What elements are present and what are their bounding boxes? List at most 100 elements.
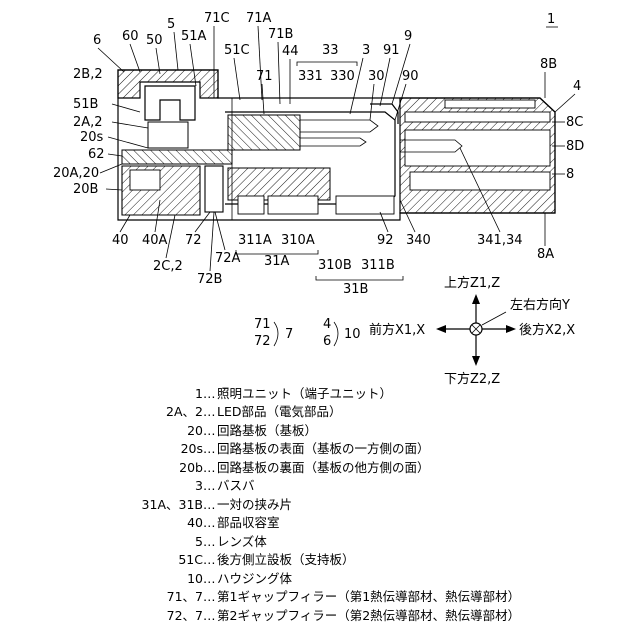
group-7-bottom: 72 [254,334,271,349]
legend-text: 後方側立設板（支持板） [217,552,355,567]
part-label: 2C,2 [153,259,183,274]
legend-key: 10 [187,571,203,586]
part-label: 2B,2 [73,67,103,82]
part-label: 2A,2 [73,115,103,130]
legend-text: ハウジング体 [217,571,293,586]
part-label: 31B [343,282,368,297]
group-7-top: 71 [254,317,271,332]
legend-separator: … [203,497,216,512]
legend-text: 照明ユニット（端子ユニット） [217,386,392,401]
part-label: 71A [246,11,272,26]
group-7-name: 7 [285,327,293,342]
part-label: 4 [573,79,581,94]
legend-separator: … [203,478,216,493]
legend-separator: … [203,608,216,623]
part-label: 40 [112,233,129,248]
legend-text: 回路基板の裏面（基板の他方側の面） [217,460,430,475]
part-label: 51B [73,97,98,112]
part-label: 51C [224,43,250,58]
legend-separator: … [203,589,216,604]
part-label: 8B [540,57,557,72]
legend-text: 第2ギャップフィラー（第2熱伝導部材、熱伝導部材） [217,608,520,623]
legend-text: 回路基板（基板） [217,423,317,438]
direction-back-label: 後方X2,X [519,322,575,338]
legend-key: 5 [195,534,203,549]
part-label: 330 [330,69,355,84]
legend-key: 20b [179,460,203,475]
part-label: 30 [368,69,385,84]
part-label: 5 [167,17,175,32]
part-label: 340 [406,233,431,248]
legend-separator: … [203,441,216,456]
legend-key: 20s [181,441,203,456]
legend-text: 第1ギャップフィラー（第1熱伝導部材、熱伝導部材） [217,589,520,604]
part-label: 72B [197,272,222,287]
legend-separator: … [203,460,216,475]
legend-text: 一対の挟み片 [217,497,292,512]
legend-separator: … [203,386,216,401]
part-label: 8D [566,139,584,154]
legend-key: 71、7 [167,589,203,604]
part-label: 9 [404,29,412,44]
part-label: 3 [362,43,370,58]
direction-front-label: 前方X1,X [369,322,425,338]
legend-separator: … [203,515,216,530]
part-label: 44 [282,44,299,59]
part-label: 33 [322,43,339,58]
group-10-bottom: 6 [323,334,331,349]
legend-key: 31A、31B [142,497,203,512]
lens-body [145,86,195,120]
legend-text: 回路基板の表面（基板の一方側の面） [217,441,430,456]
part-label: 8A [537,247,554,262]
part-label: 341,34 [477,233,523,248]
part-label: 91 [383,43,400,58]
legend-key: 20 [187,423,203,438]
part-label: 6 [93,33,101,48]
legend-text: レンズ体 [217,534,267,549]
part-label: 20A,20 [53,166,99,181]
direction-down-label: 下方Z2,Z [444,371,500,387]
part-label: 62 [88,147,105,162]
component-groups: 71 72 7 4 6 10 [254,317,361,349]
part-label: 51A [181,29,207,44]
legend-separator: … [203,423,216,438]
direction-up-label: 上方Z1,Z [444,275,500,291]
part-label: 331 [298,69,323,84]
figure-number: 1 [547,12,555,27]
legend-text: 部品収容室 [217,515,280,530]
legend-separator: … [203,534,216,549]
circuit-board [122,150,232,164]
legend: 1 … 照明ユニット（端子ユニット） 2A、2 … LED部品（電気部品） 20… [142,386,521,623]
busbar-lower-piece [228,168,330,200]
part-label: 71C [204,11,230,26]
legend-key: 40 [187,515,203,530]
part-label: 311B [361,258,395,273]
part-label: 310B [318,258,352,273]
gap-filler-72 [205,166,223,212]
part-label: 71 [256,69,273,84]
legend-key: 51C [178,552,203,567]
legend-key: 72、7 [167,608,203,623]
part-label: 71B [268,27,293,42]
legend-key: 2A、2 [166,404,203,419]
part-label: 60 [122,29,139,44]
legend-separator: … [203,552,216,567]
cross-section-drawing [118,70,555,220]
part-label: 72 [185,233,202,248]
legend-separator: … [203,571,216,586]
legend-key: 3 [195,478,203,493]
part-label: 8C [566,115,583,130]
part-label: 20s [80,130,104,145]
part-label: 90 [402,69,419,84]
legend-text: バスバ [217,478,255,493]
part-label: 50 [146,33,163,48]
legend-text: LED部品（電気部品） [217,404,342,419]
group-10-top: 4 [323,317,331,332]
direction-lr-label: 左右方向Y [510,297,570,313]
legend-key: 1 [195,386,203,401]
part-label: 20B [73,182,98,197]
busbar-upper-piece [228,115,300,150]
part-label: 8 [566,167,574,182]
part-label: 311A [238,233,272,248]
